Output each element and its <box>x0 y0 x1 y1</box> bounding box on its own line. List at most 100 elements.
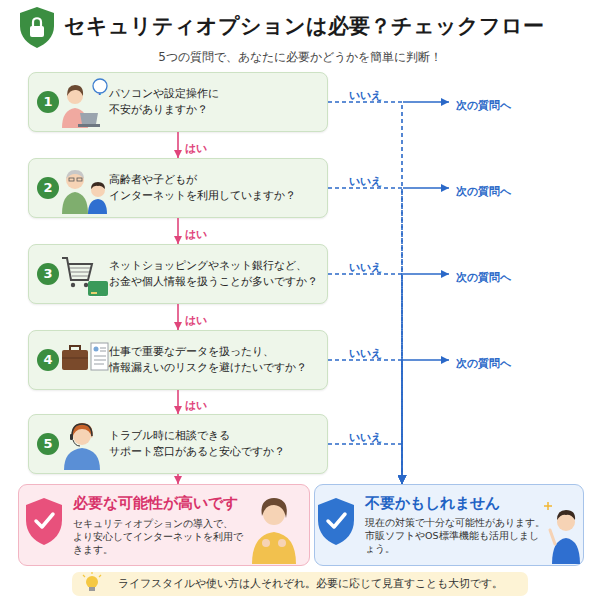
elderly-child-icon-part <box>77 178 82 181</box>
no-connector <box>328 274 402 484</box>
question-text: 高齢者や子どもが インターネットを利用していますか？ <box>109 172 321 204</box>
callout-number: 4 <box>37 349 59 371</box>
pink-shield-icon-part <box>36 514 53 527</box>
connector-group <box>178 102 402 484</box>
cart-card-icon-part <box>62 258 92 280</box>
question-box: 2 高齢者や子どもが インターネットを利用していますか？ <box>28 158 328 218</box>
lightbulb-icon <box>83 572 101 591</box>
lightbulb-icon-part <box>83 572 101 577</box>
woman-laptop-icon-part <box>62 108 88 128</box>
no-connector <box>328 444 402 484</box>
next-question-label: 次の質問へ <box>456 185 511 198</box>
support-woman-icon-part <box>73 440 80 446</box>
yes-arrow <box>177 132 179 158</box>
next-question-arrow <box>403 102 449 360</box>
cart-card-icon <box>62 258 108 296</box>
happy-woman-figure-part <box>278 539 286 547</box>
question-mark: ? <box>97 86 103 97</box>
no-label: いいえ <box>349 89 382 102</box>
cart-card-icon-part <box>84 283 88 287</box>
callout-number: 3 <box>37 263 59 285</box>
question-text: ネットショッピングやネット銀行など、 お金や個人情報を扱うことが多いですか？ <box>109 258 321 290</box>
no-connector <box>328 360 402 484</box>
next-question-arrow-part <box>403 359 449 361</box>
briefcase-document-icon-part <box>62 358 88 359</box>
next-question-label-holder: 次の質問へ <box>456 94 511 113</box>
result-box: 必要な可能性が高いですセキュリティオプションの導入で、 より安心してインターネッ… <box>18 484 310 566</box>
briefcase-document-icon-part <box>94 347 99 352</box>
briefcase-document-icon-part <box>91 343 108 370</box>
elderly-child-icon-part <box>88 199 107 214</box>
support-woman-icon-part <box>64 448 100 470</box>
callout-number: 5 <box>37 433 59 455</box>
question-box: 1パソコンや設定操作に 不安がありますか？ <box>28 72 328 132</box>
elderly-child-icon-part <box>91 183 105 197</box>
result-text: 現在の対策で十分な可能性があります。 市販ソフトやOS標準機能も活用しましょう。 <box>365 517 547 555</box>
question-text: 仕事で重要なデータを扱ったり、 情報漏えいのリスクを避けたいですか？ <box>109 344 321 376</box>
pointing-man-figure-part <box>550 530 555 544</box>
cart-card-icon-part <box>88 281 108 296</box>
elderly-child-icon-part <box>62 192 88 214</box>
result-heading: 不要かもしれません <box>365 494 547 513</box>
next-question-arrow-part <box>403 187 449 189</box>
support-woman-icon-part <box>72 424 92 436</box>
next-question-label: 次の質問へ <box>456 99 511 112</box>
no-connector <box>328 188 402 484</box>
pointing-man-figure-part <box>552 538 580 564</box>
elderly-child-icon-part <box>66 170 84 179</box>
happy-woman-figure-part <box>252 532 296 564</box>
blue-shield-icon-part <box>328 514 345 527</box>
woman-laptop-icon-part <box>78 124 100 127</box>
question-box: 4 仕事で重要なデータを扱ったり、 情報漏えいのリスクを避けたいですか？ <box>28 330 328 390</box>
yes-label: はい <box>185 228 207 241</box>
next-question-label: 次の質問へ <box>456 357 511 370</box>
yes-arrow <box>177 474 179 484</box>
pointing-man-figure <box>544 502 580 564</box>
edge-label-holder: はい <box>185 309 207 328</box>
tip-band: ライフスタイルや使い方は人それぞれ。必要に応じて見直すことも大切です。 <box>72 572 528 596</box>
edge-label-holder: いいえ <box>349 84 382 103</box>
woman-laptop-icon-part <box>80 113 98 124</box>
yes-label: はい <box>185 314 207 327</box>
pointing-man-figure-part <box>557 513 575 531</box>
callout-number: 2 <box>37 177 59 199</box>
title-shield-icon <box>20 7 54 48</box>
elderly-child-icon <box>62 170 107 214</box>
lightbulb-icon-part <box>89 587 95 591</box>
cart-card-icon-part <box>91 292 97 294</box>
question-text: トラブル時に相談できる サポート窓口があると安心ですか？ <box>109 428 321 460</box>
edge-label-holder: いいえ <box>349 256 382 275</box>
briefcase-document-icon-part <box>62 350 88 370</box>
happy-woman-figure-part <box>262 539 270 547</box>
blue-shield-icon <box>318 498 354 545</box>
woman-laptop-icon-part <box>93 79 107 93</box>
edge-label-holder: はい <box>185 394 207 413</box>
yes-arrow <box>177 390 179 414</box>
result-box: 不要かもしれません現在の対策で十分な可能性があります。 市販ソフトやOS標準機能… <box>314 484 584 566</box>
result-text: セキュリティオプションの導入で、 より安心してインターネットを利用できます。 <box>73 517 247 557</box>
tip-text: ライフスタイルや使い方は人それぞれ。必要に応じて見直すことも大切です。 <box>118 577 503 591</box>
no-connector <box>328 102 402 484</box>
support-woman-icon-part <box>70 434 73 440</box>
diagram-title: セキュリティオプションは必要？チェックフロー <box>64 14 544 38</box>
edge-label-holder: はい <box>185 223 207 242</box>
card-label-holder: BANK <box>89 282 108 301</box>
cart-card-icon-part <box>70 268 90 276</box>
question-text: パソコンや設定操作に 不安がありますか？ <box>109 86 321 118</box>
woman-laptop-icon-part <box>67 85 83 96</box>
title-shield-icon-part <box>20 7 54 48</box>
subtitle: 5つの質問で、あなたに必要かどうかを簡単に判断！ <box>158 50 442 64</box>
woman-laptop-icon <box>62 79 107 128</box>
diagram-title-holder: セキュリティオプションは必要？チェックフロー <box>64 12 544 40</box>
elderly-child-icon-part <box>69 178 74 181</box>
next-question-arrow-part <box>403 273 449 275</box>
no-label: いいえ <box>349 261 382 274</box>
yes-label: はい <box>185 142 207 155</box>
no-label: いいえ <box>349 347 382 360</box>
briefcase-document-icon <box>62 343 108 370</box>
support-woman-icon <box>64 423 100 470</box>
blue-shield-icon-part <box>318 498 354 545</box>
next-question-label-holder: 次の質問へ <box>456 266 511 285</box>
